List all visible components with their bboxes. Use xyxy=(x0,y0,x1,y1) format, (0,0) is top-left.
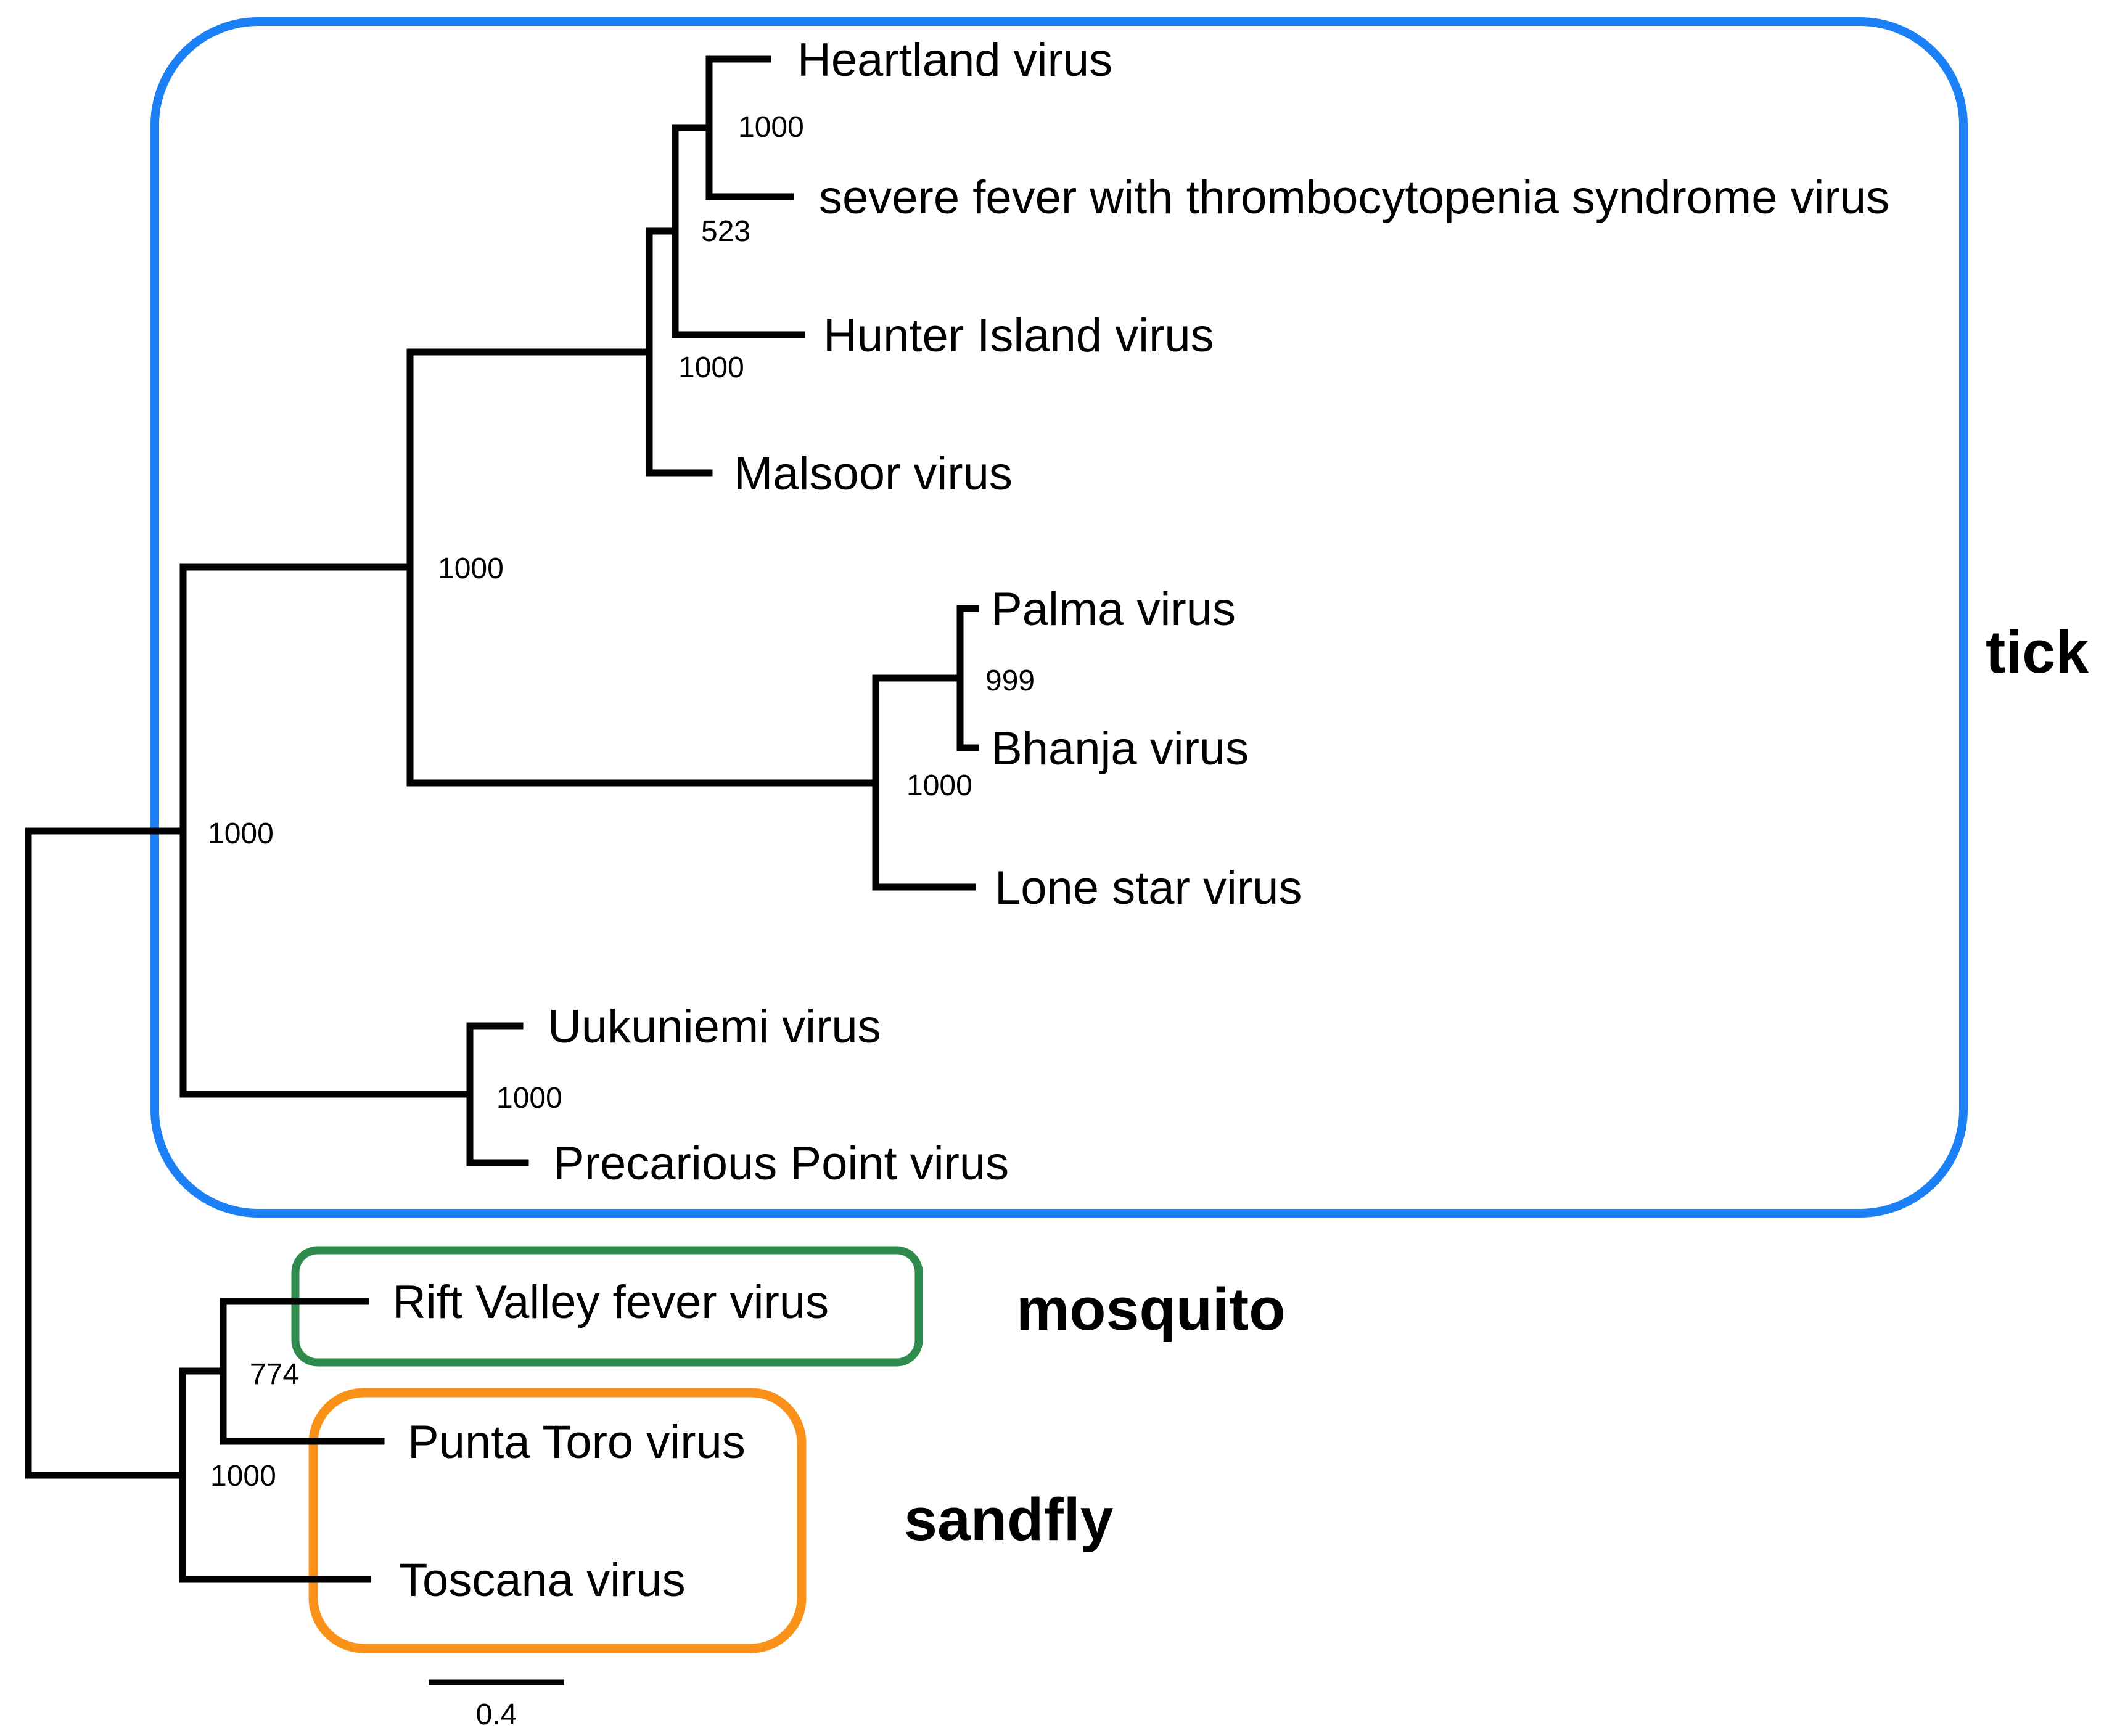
taxon-punta-toro: Punta Toro virus xyxy=(408,1416,746,1468)
taxon-toscana: Toscana virus xyxy=(399,1554,686,1607)
mosquito-group-label: mosquito xyxy=(1016,1275,1285,1343)
sandfly-group-label: sandfly xyxy=(904,1486,1114,1553)
group-labels: tick mosquito sandfly xyxy=(904,618,2089,1553)
support-malsoor-node: 1000 xyxy=(678,351,744,384)
support-palma-group: 1000 xyxy=(906,769,972,802)
taxon-bhanja: Bhanja virus xyxy=(991,723,1249,775)
tick-group-box xyxy=(150,17,1968,1218)
taxon-sfts: severe fever with thrombocytopenia syndr… xyxy=(819,171,1889,224)
taxon-lone-star: Lone star virus xyxy=(995,862,1302,914)
taxon-labels: Heartland virus severe fever with thromb… xyxy=(392,34,1889,1607)
support-upper-tick-node: 1000 xyxy=(438,552,504,585)
taxon-precarious-point: Precarious Point virus xyxy=(553,1137,1009,1190)
support-palma-bhanja: 999 xyxy=(985,665,1035,697)
support-uukuniemi-node: 1000 xyxy=(496,1082,562,1115)
tick-group-label: tick xyxy=(1986,618,2089,686)
taxon-uukuniemi: Uukuniemi virus xyxy=(548,1001,881,1053)
support-bottom-node: 1000 xyxy=(210,1460,276,1492)
mosquito-group-box xyxy=(291,1246,923,1367)
taxon-heartland: Heartland virus xyxy=(797,34,1112,86)
taxon-rift-valley: Rift Valley fever virus xyxy=(392,1276,829,1329)
support-tick-node: 1000 xyxy=(208,817,274,850)
support-values: 1000 523 1000 1000 999 1000 1000 1000 77… xyxy=(208,111,1035,1492)
scale-bar-label: 0.4 xyxy=(476,1698,517,1731)
taxon-hunter-island: Hunter Island virus xyxy=(823,309,1214,362)
support-hunter-node: 523 xyxy=(701,215,750,248)
taxon-palma: Palma virus xyxy=(991,583,1236,636)
tree-branches xyxy=(25,55,979,1583)
support-heartland-sfts: 1000 xyxy=(738,111,804,144)
scale-bar: 0.4 xyxy=(429,1679,564,1731)
taxon-malsoor: Malsoor virus xyxy=(734,448,1013,500)
support-rvf-punta-node: 774 xyxy=(250,1358,299,1391)
sandfly-group-box xyxy=(308,1388,807,1653)
